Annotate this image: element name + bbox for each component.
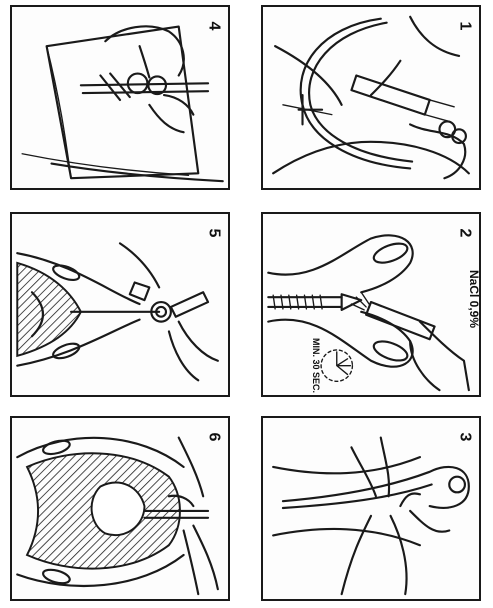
panel-step-3: 3 <box>261 416 481 601</box>
step-number-6: 6 <box>205 433 223 442</box>
panel-step-6: 6 <box>10 416 230 601</box>
caption-nacl: NaCl 0,9% <box>467 270 481 328</box>
panel-step-4: 4 <box>10 5 230 190</box>
step-2-illustration <box>263 214 479 395</box>
step-5-illustration <box>12 214 228 395</box>
step-3-illustration <box>263 418 479 599</box>
step-1-illustration <box>263 7 479 188</box>
panel-step-1: 1 <box>261 5 481 190</box>
panel-step-5: 5 <box>10 212 230 397</box>
step-6-illustration <box>12 418 228 599</box>
step-number-2: 2 <box>456 229 474 238</box>
step-number-5: 5 <box>205 229 223 238</box>
step-number-1: 1 <box>456 22 474 31</box>
step-4-illustration <box>12 7 228 188</box>
panel-step-2: 2 NaCl 0,9% MIN. 30 SEC. <box>261 212 481 397</box>
caption-min-time: MIN. 30 SEC. <box>311 338 321 393</box>
step-number-3: 3 <box>456 433 474 442</box>
step-number-4: 4 <box>205 22 223 31</box>
